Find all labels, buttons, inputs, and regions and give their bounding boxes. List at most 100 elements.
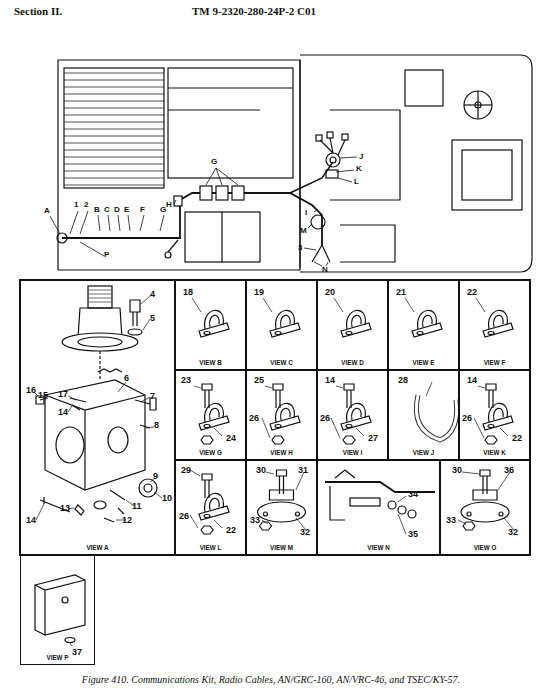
callout-number: 18 — [183, 288, 193, 297]
callout-number: 23 — [181, 376, 191, 385]
callout-number: 21 — [396, 288, 406, 297]
leader-line — [194, 386, 201, 388]
view-label: VIEW I — [318, 449, 387, 456]
leader-line — [190, 515, 198, 528]
leader-line — [214, 520, 222, 528]
leader-line — [500, 428, 508, 436]
callout-number: 24 — [226, 434, 236, 443]
loop-clamp — [199, 403, 229, 430]
loop-clamp — [270, 310, 300, 337]
leader-line — [262, 520, 268, 524]
callout-number: 35 — [408, 530, 418, 539]
callout-number: 3 — [298, 244, 302, 252]
callout-number: 4 — [150, 290, 155, 299]
shock-mount — [270, 490, 294, 500]
leader-line — [190, 470, 200, 476]
callout-number: 16 — [26, 386, 36, 395]
callout-number: I — [305, 209, 307, 217]
mount-plate — [461, 502, 509, 522]
view-panel: VIEW P — [20, 555, 95, 665]
leader-line — [478, 386, 485, 388]
bolt — [480, 470, 490, 494]
loop-clamp — [341, 403, 371, 430]
callout-number: 30 — [256, 466, 266, 475]
callout-number: D — [114, 206, 120, 214]
callout-number: A — [44, 207, 50, 215]
leader-line — [474, 418, 484, 438]
callout-number: 7 — [150, 392, 155, 401]
callout-number: B — [94, 206, 100, 214]
callout-number: 36 — [504, 466, 514, 475]
callout-number: 10 — [162, 494, 172, 503]
bolt — [486, 384, 496, 408]
loop-clamp — [412, 310, 442, 337]
callout-number: J — [359, 153, 363, 161]
view-label: VIEW H — [247, 449, 316, 456]
hole — [296, 512, 300, 516]
callout-number: 14 — [58, 408, 68, 417]
nut — [485, 436, 497, 444]
callout-number: G — [160, 206, 166, 214]
callout-number: P — [104, 251, 109, 259]
bolt — [202, 384, 212, 408]
mount-plate — [258, 502, 306, 522]
view-label: VIEW P — [21, 654, 94, 661]
callout-number: 25 — [254, 376, 264, 385]
callout-number: 34 — [408, 490, 418, 499]
bolt — [273, 384, 283, 408]
callout-number: 15 — [38, 391, 48, 400]
loop-clamp — [483, 310, 513, 337]
leader-line — [331, 418, 340, 438]
header-text: Section II. — [14, 6, 62, 17]
callout-number: 22 — [512, 434, 522, 443]
callout-number: M — [300, 227, 307, 235]
callout-number: 33 — [250, 516, 260, 525]
view-label: VIEW G — [176, 449, 245, 456]
leader-line — [405, 298, 414, 312]
nut — [201, 436, 213, 444]
callout-number: H — [166, 201, 172, 209]
bolt — [277, 470, 287, 494]
callout-number: 1 — [74, 201, 78, 209]
view-label: VIEW B — [176, 359, 245, 366]
view-label: VIEW L — [176, 544, 245, 551]
leader-line — [356, 428, 364, 436]
hole — [499, 512, 503, 516]
callout-number: 31 — [298, 466, 308, 475]
callout-number: 28 — [398, 376, 408, 385]
view-label: VIEW D — [318, 359, 387, 366]
loop-clamp — [270, 403, 300, 430]
view-label: VIEW F — [460, 359, 529, 366]
bolt — [202, 474, 212, 498]
callout-number: 32 — [508, 528, 518, 537]
callout-number: 30 — [452, 466, 462, 475]
callout-number: 32 — [300, 528, 310, 537]
callout-number: N — [322, 266, 328, 274]
loop-clamp — [199, 493, 229, 520]
callout-number: G — [211, 158, 217, 166]
callout-number: 20 — [325, 288, 335, 297]
nut — [343, 436, 355, 444]
shock-mount — [473, 490, 497, 500]
leader-line — [476, 298, 485, 312]
callout-number: 8 — [154, 421, 159, 430]
callout-number: 37 — [72, 648, 82, 657]
callout-number: 17 — [58, 390, 68, 399]
callout-number: 14 — [467, 376, 477, 385]
loop-clamp — [199, 310, 229, 337]
callout-number: 2 — [84, 201, 88, 209]
callout-number: K — [356, 165, 362, 173]
callout-number: 26 — [179, 512, 189, 521]
callout-number: 33 — [446, 516, 456, 525]
callout-number: 14 — [325, 376, 335, 385]
hole — [264, 512, 268, 516]
leader-line — [266, 472, 274, 474]
loop-clamp — [483, 403, 513, 430]
view-label: VIEW C — [247, 359, 316, 366]
view-label: VIEW E — [389, 359, 458, 366]
callout-number: L — [354, 178, 359, 186]
callout-number: 26 — [249, 414, 259, 423]
truck-plan-view — [50, 55, 532, 272]
